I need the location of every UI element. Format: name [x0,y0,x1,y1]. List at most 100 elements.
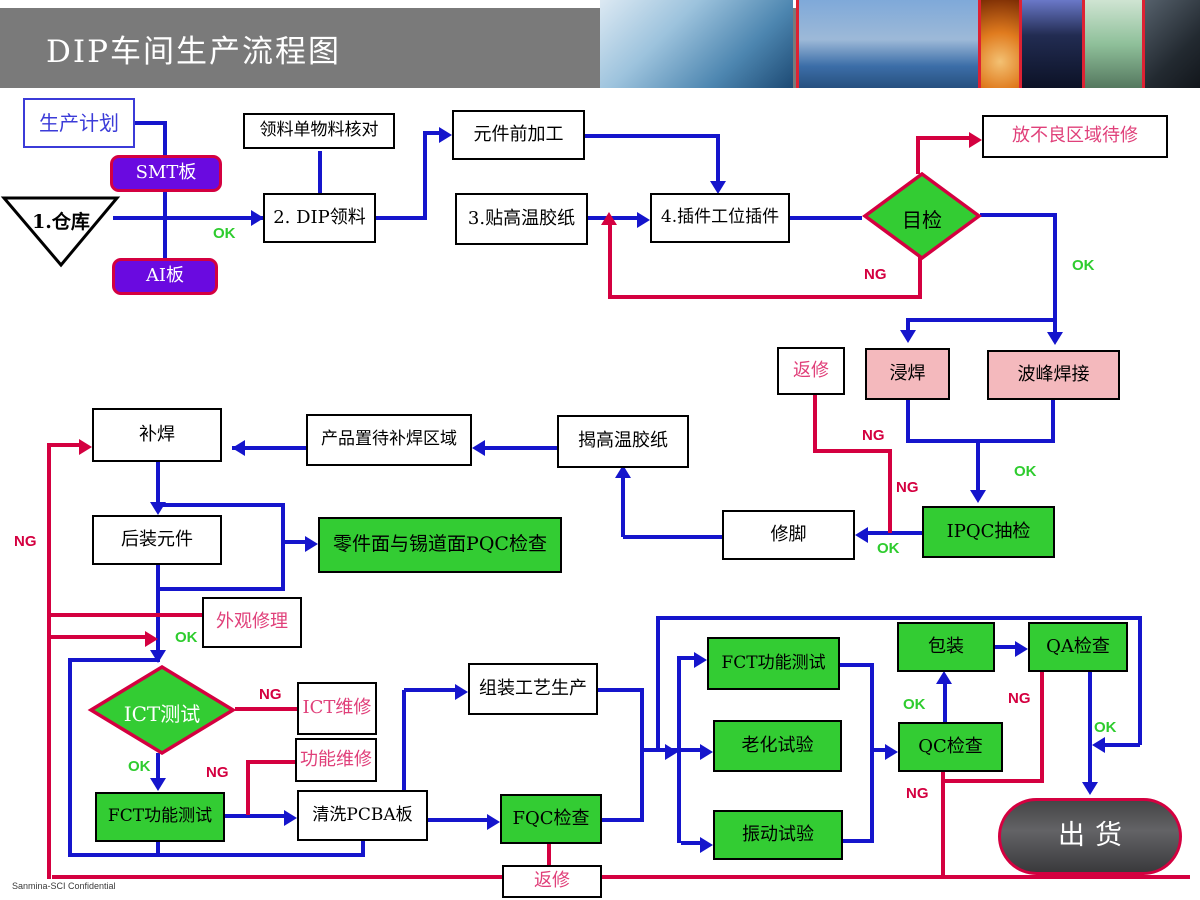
flow-line [585,134,720,138]
label-ok-ict-in: OK [175,629,198,646]
label-ok-visual-right: OK [1072,257,1095,274]
arrowhead-icon [150,650,166,663]
node-pre-processing: 元件前加工 [452,110,585,160]
flow-line [1102,743,1140,747]
node-qa-inspection: QA检查 [1028,622,1128,672]
arrowhead-icon [885,744,898,760]
flow-line [621,478,625,537]
flow-line [428,818,490,822]
flow-line [135,121,167,125]
machinery-photo [1019,0,1082,88]
flow-line [918,256,922,299]
node-fct-test-right: FCT功能测试 [707,637,840,690]
node-tape-apply: 3.贴高温胶纸 [455,193,588,245]
flow-line [47,635,146,639]
flow-line [47,443,81,447]
flow-line [888,449,892,533]
flow-line [602,818,642,822]
flow-line [908,318,1057,322]
flow-line [906,439,1055,443]
flow-line [248,760,295,764]
label-ng-function-repair: NG [206,764,229,781]
node-defect-hold-area: 放不良区域待修 [982,115,1168,158]
flow-line [232,446,306,450]
node-aging-test: 老化试验 [713,720,842,772]
flow-line [916,136,920,174]
arrowhead-icon [694,652,707,668]
arrowhead-icon [665,744,678,760]
flow-line [943,679,947,722]
label-ng-visual-bottom: NG [864,266,887,283]
flow-line [246,760,250,815]
node-smt-board: SMT板 [110,155,222,192]
flow-line [813,449,892,453]
arrowhead-icon [615,465,631,478]
arrowhead-icon [900,330,916,343]
flow-line [361,841,365,855]
arrowhead-icon [439,127,452,143]
flow-line [980,213,1057,217]
arrowhead-icon [232,440,245,456]
flow-line [870,663,874,843]
flow-line [47,613,202,617]
flow-line [156,753,160,781]
confidential-note: Sanmina-SCI Confidential [12,881,116,891]
flow-line [225,814,287,818]
arrowhead-icon [970,490,986,503]
flow-line [156,587,285,591]
flow-line [598,688,644,692]
node-clean-pcba: 清洗PCBA板 [297,790,428,841]
flow-line [68,658,72,857]
flow-line [423,131,427,220]
node-rework-bottom: 返修 [502,865,602,898]
arrowhead-icon [251,210,264,226]
flow-line [47,443,51,879]
flow-line [916,136,971,140]
arrowhead-icon [79,439,92,455]
node-qc-inspection: QC检查 [898,722,1003,772]
flow-line [70,658,160,662]
flow-line [790,216,862,220]
ict-test-diamond [87,665,237,755]
arrowhead-icon [700,837,713,853]
flow-line [281,503,285,591]
label-ok-ict-out: OK [128,758,151,775]
city-skyline-photo [796,0,978,88]
flow-line [156,503,285,507]
flow-line [547,844,551,867]
arrowhead-icon [601,212,617,225]
node-insertion: 4.插件工位插件 [650,193,790,243]
page-title: DIP车间生产流程图 [46,34,341,70]
warehouse-triangle [0,196,121,268]
flow-line [995,645,1018,649]
flow-line [68,853,365,857]
flow-line [872,748,888,752]
label-ng-rework-upper: NG [862,427,885,444]
flow-line [640,688,644,822]
node-dip-soldering: 浸焊 [865,348,950,400]
flow-line [1040,672,1044,783]
node-wait-touch-up-area: 产品置待补焊区域 [306,414,472,466]
flow-line [906,400,910,443]
label-ng-left-loop: NG [14,533,37,550]
visual-inspection-label: 目检 [902,208,942,232]
flow-line [1138,616,1142,745]
arrowhead-icon [455,684,468,700]
label-ng-qc: NG [906,785,929,802]
flow-line [318,151,322,195]
flow-line [656,616,660,750]
node-picklist-check: 领料单物料核对 [243,113,395,149]
node-tape-remove: 揭高温胶纸 [557,415,689,468]
node-pqc-inspection: 零件面与锡道面PQC检查 [318,517,562,573]
node-ipqc-sampling: IPQC抽检 [922,506,1055,558]
flow-line [608,224,612,299]
label-ng-ict-repair: NG [259,686,282,703]
flow-line [843,839,872,843]
node-post-mount-parts: 后装元件 [92,515,222,565]
node-production-plan: 生产计划 [23,98,135,148]
flow-line [482,446,557,450]
arrowhead-icon [150,502,166,515]
node-vibration-test: 振动试验 [713,810,843,860]
flow-line [681,656,697,660]
node-shipping: 出货 [998,798,1182,875]
